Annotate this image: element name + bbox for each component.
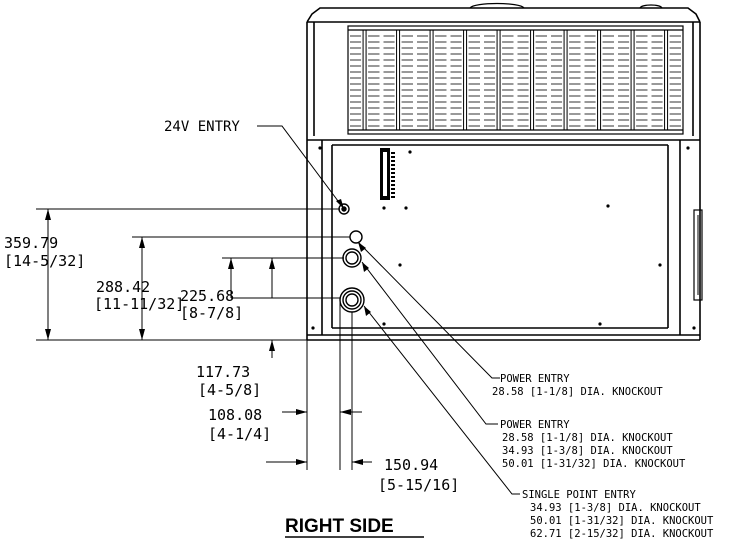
top-cover-detail bbox=[469, 2, 663, 9]
vent-tick bbox=[391, 196, 395, 198]
callout-line: 62.71 [2-15/32] DIA. KNOCKOUT bbox=[530, 528, 714, 540]
callout-line: 50.01 [1-31/32] DIA. KNOCKOUT bbox=[530, 515, 714, 527]
vent-tick bbox=[391, 152, 395, 154]
callout-line: 50.01 [1-31/32] DIA. KNOCKOUT bbox=[502, 458, 686, 470]
callout-title: POWER ENTRY bbox=[500, 373, 570, 385]
dim-117-in: [4-5/8] bbox=[198, 381, 261, 399]
label-24v-entry: 24V ENTRY bbox=[164, 119, 240, 135]
vent-tick bbox=[391, 180, 395, 182]
dim-108-mm: 108.08 bbox=[208, 406, 262, 424]
callout-power-entry-1: POWER ENTRY 28.58 [1-1/8] DIA. KNOCKOUT bbox=[492, 373, 663, 398]
dimension-arrows bbox=[45, 209, 363, 465]
unit-outline bbox=[306, 7, 703, 341]
callout-line: 28.58 [1-1/8] DIA. KNOCKOUT bbox=[502, 432, 673, 444]
vent-ticks bbox=[391, 152, 395, 198]
dim-108-in: [4-1/4] bbox=[208, 425, 271, 443]
vent-tick bbox=[391, 192, 395, 194]
vent-tick bbox=[391, 176, 395, 178]
knockout-single-point bbox=[339, 287, 365, 313]
dim-359-in: [14-5/32] bbox=[4, 252, 85, 270]
screw-dots bbox=[311, 146, 696, 330]
callout-line: 34.93 [1-3/8] DIA. KNOCKOUT bbox=[530, 502, 701, 514]
vent-tick bbox=[391, 164, 395, 166]
vent-tick bbox=[391, 184, 395, 186]
dim-288-in: [11-11/32] bbox=[94, 295, 184, 313]
dim-225-mm: 225.68 bbox=[180, 287, 234, 305]
dim-117-mm: 117.73 bbox=[196, 363, 250, 381]
view-title: RIGHT SIDE bbox=[285, 516, 394, 537]
dim-225-in: [8-7/8] bbox=[180, 304, 243, 322]
grille-columns bbox=[350, 30, 681, 130]
dim-288-mm: 288.42 bbox=[96, 278, 150, 296]
louvre-grille bbox=[347, 25, 684, 135]
callout-power-entry-2: POWER ENTRY 28.58 [1-1/8] DIA. KNOCKOUT … bbox=[500, 419, 686, 470]
knockout-power-entry-2 bbox=[342, 248, 362, 268]
leader-lines bbox=[257, 125, 520, 495]
vent-tick bbox=[391, 160, 395, 162]
vent-tick bbox=[391, 156, 395, 158]
callout-title: POWER ENTRY bbox=[500, 419, 570, 431]
control-vent bbox=[380, 148, 390, 200]
callout-line: 34.93 [1-3/8] DIA. KNOCKOUT bbox=[502, 445, 673, 457]
vent-tick bbox=[391, 168, 395, 170]
dim-150-mm: 150.94 bbox=[384, 456, 438, 474]
dim-150-in: [5-15/16] bbox=[378, 476, 459, 494]
dimension-lines bbox=[36, 208, 372, 470]
knockout-power-entry-1 bbox=[349, 230, 363, 244]
callout-title: SINGLE POINT ENTRY bbox=[522, 489, 636, 501]
leader-arrows bbox=[336, 199, 371, 316]
dim-359-mm: 359.79 bbox=[4, 234, 58, 252]
vent-tick bbox=[391, 188, 395, 190]
callout-line: 28.58 [1-1/8] DIA. KNOCKOUT bbox=[492, 386, 663, 398]
callout-single-point-entry: SINGLE POINT ENTRY 34.93 [1-3/8] DIA. KN… bbox=[522, 489, 714, 540]
vent-tick bbox=[391, 172, 395, 174]
